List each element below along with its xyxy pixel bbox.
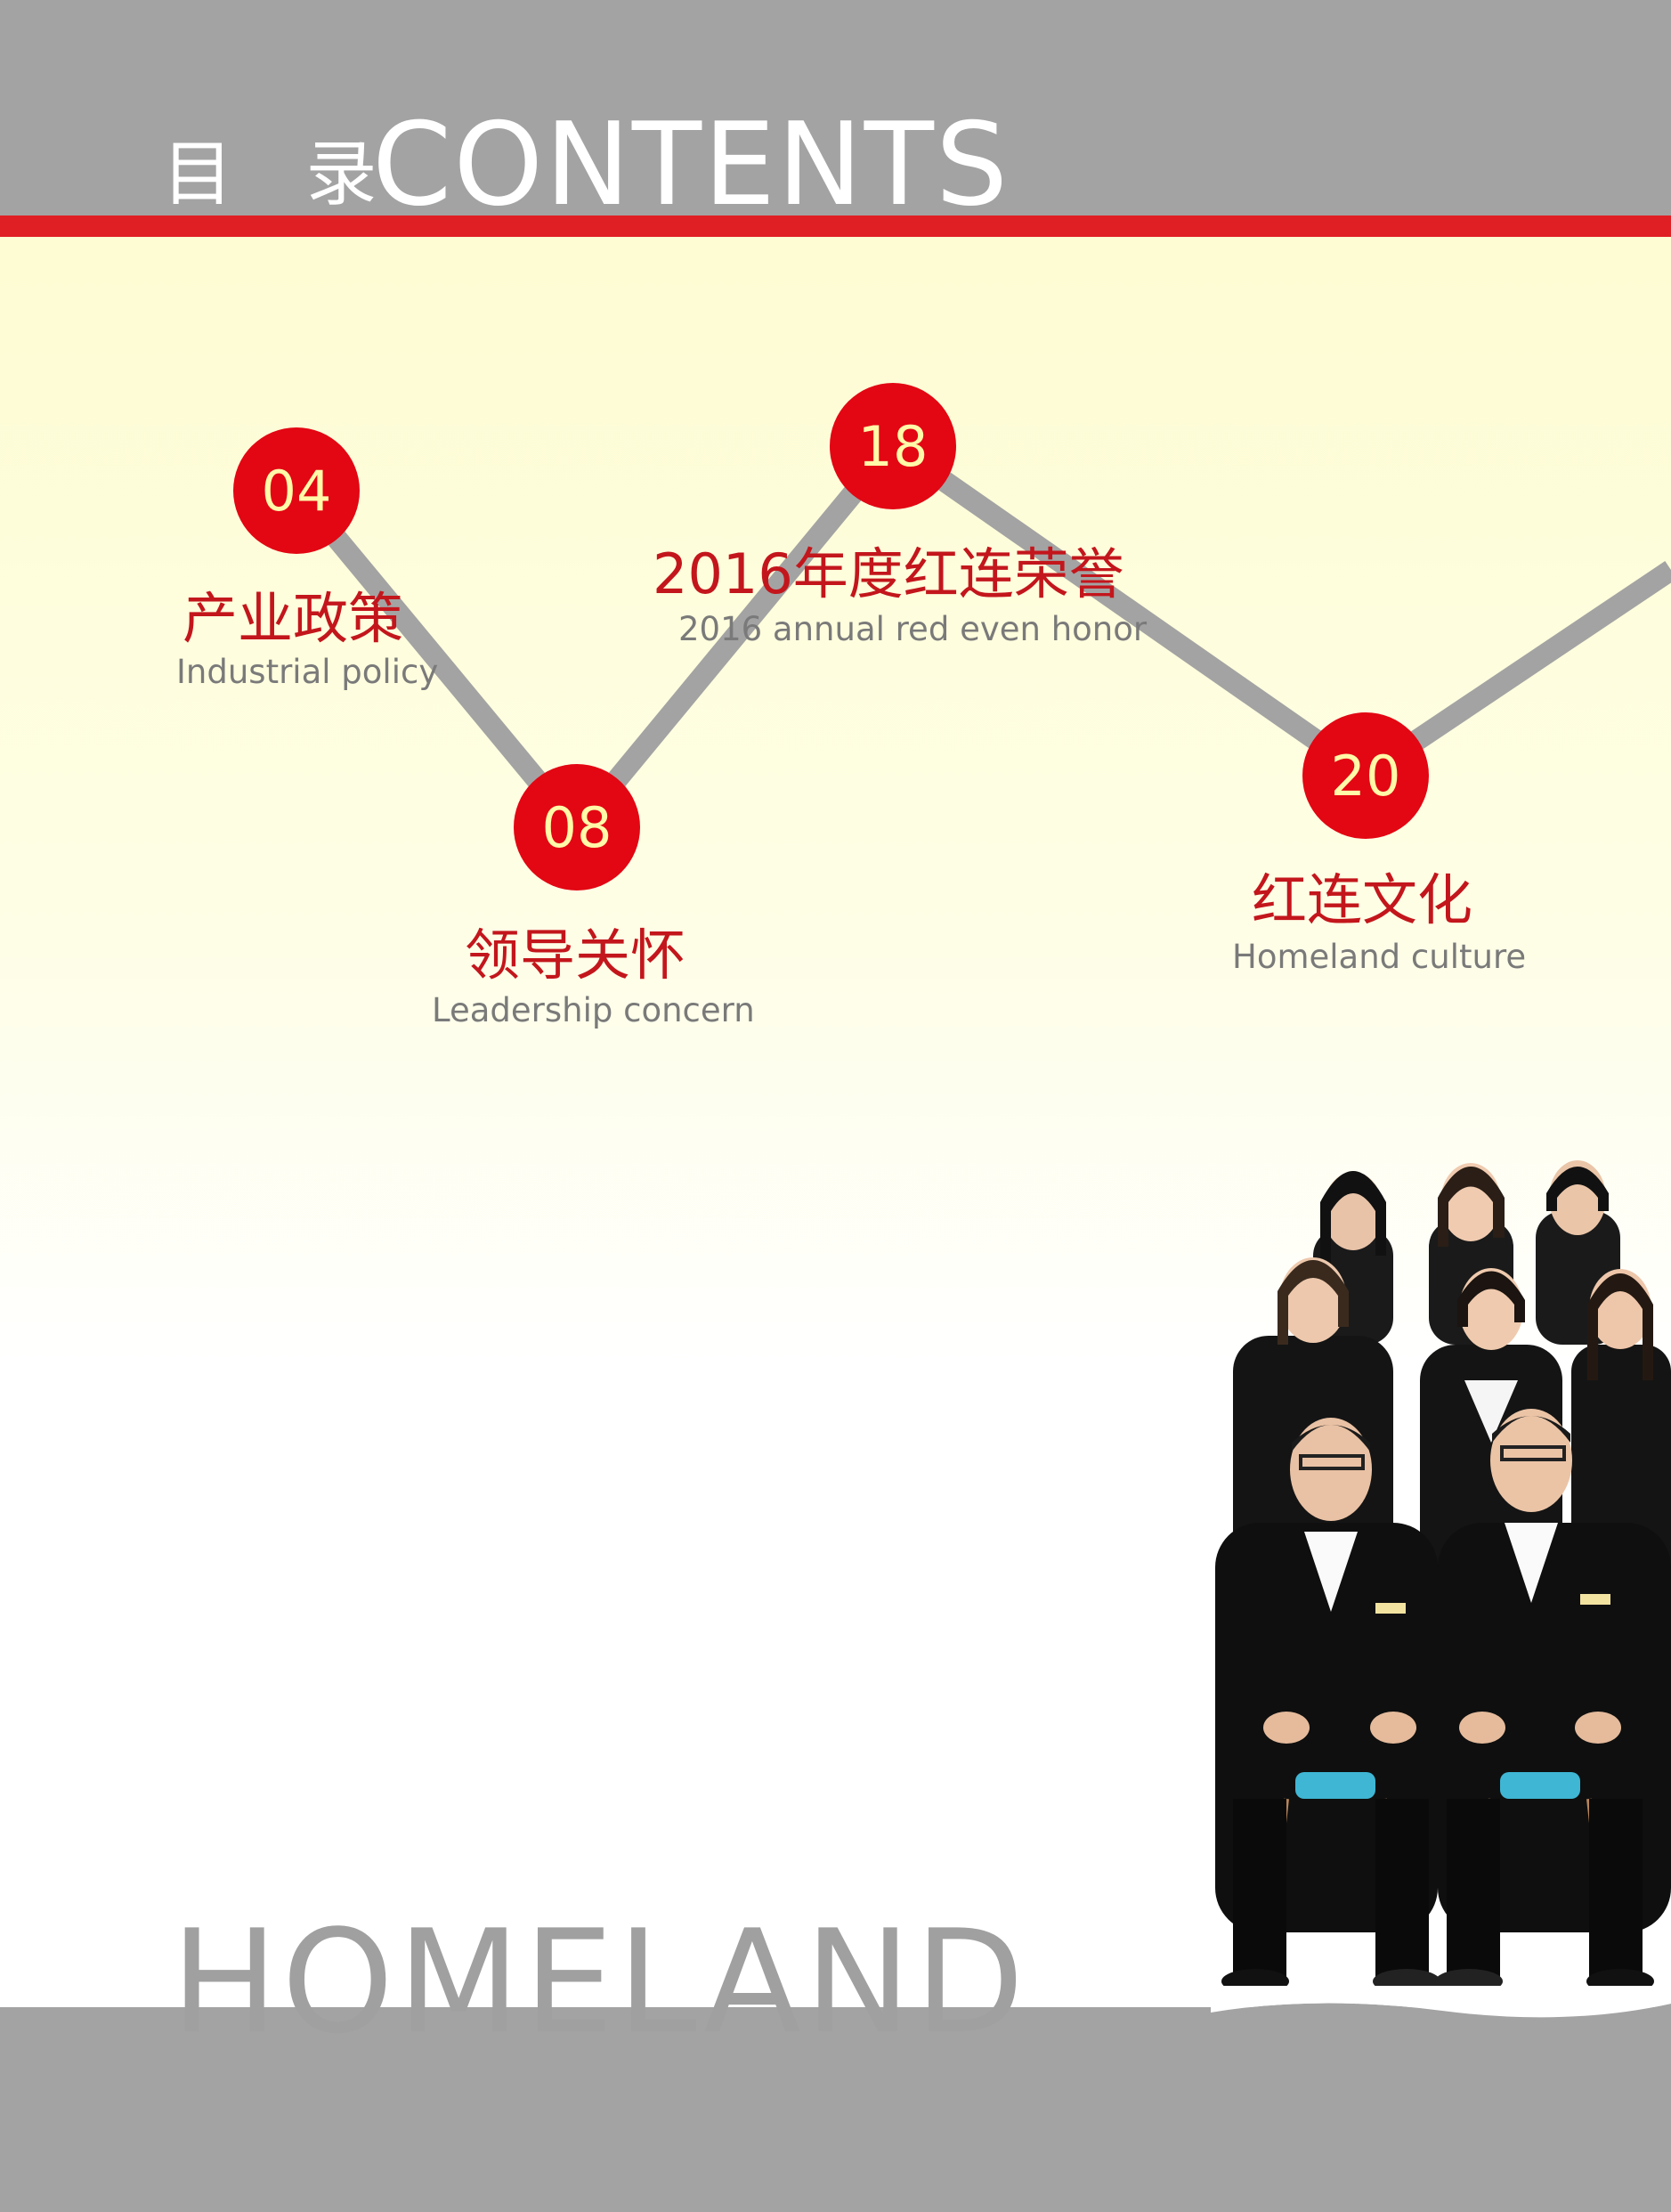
page-number-badge[interactable]: 08	[514, 764, 640, 890]
entry-title-zh[interactable]: 红连文化	[1252, 867, 1473, 932]
page-number-badge[interactable]: 04	[233, 427, 360, 554]
front-row-people	[1215, 1409, 1671, 1994]
entry-title-en: Industrial policy	[176, 653, 439, 691]
entry-title-zh[interactable]: 2016年度红连荣誉	[653, 541, 1124, 606]
contents-title-zh: 目 录	[162, 133, 402, 216]
homeland-brand-text: HOMELAND	[171, 1899, 1028, 2065]
contents-title-en: CONTENTS	[372, 99, 1010, 232]
header-band	[0, 0, 1671, 216]
footer-band	[0, 2007, 1671, 2212]
entry-title-en: 2016 annual red even honor	[678, 610, 1148, 648]
header-red-divider	[0, 216, 1671, 237]
entry-title-en: Leadership concern	[432, 991, 755, 1029]
footer-wave	[1211, 1986, 1671, 2039]
entry-title-zh[interactable]: 产业政策	[183, 586, 404, 651]
page-number-badge[interactable]: 18	[830, 383, 956, 509]
team-group-photo	[1215, 1160, 1671, 1994]
page-number-badge[interactable]: 20	[1302, 712, 1429, 839]
entry-title-zh[interactable]: 领导关怀	[465, 923, 686, 988]
entry-title-en: Homeland culture	[1232, 938, 1527, 976]
